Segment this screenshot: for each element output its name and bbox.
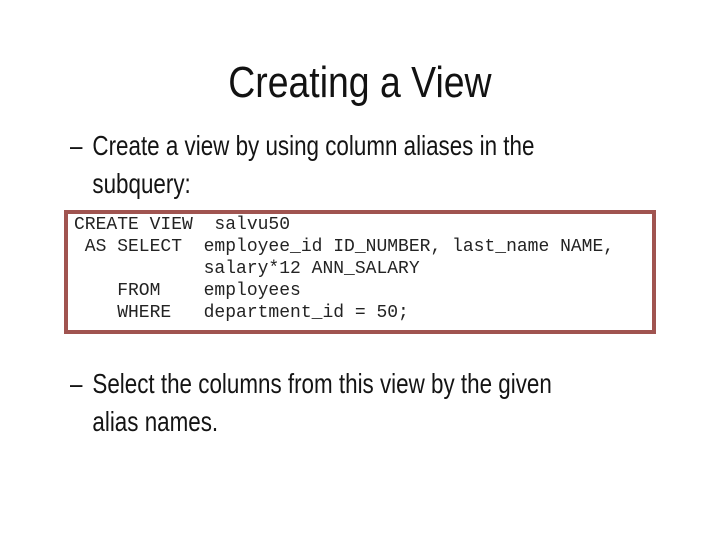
bullet-line: Select the columns from this view by the… [92,368,552,399]
dash-bullet-marker: – [70,130,83,161]
bullet-text: Select the columns from this view by the… [92,365,551,441]
bullet-item-create-view: – Create a view by using column aliases … [70,127,534,203]
bullet-text: Create a view by using column aliases in… [92,127,534,203]
bullet-line: subquery: [92,168,191,199]
sql-code-line: salary*12 ANN_SALARY [74,259,420,279]
sql-code-line: WHERE department_id = 50; [74,303,409,323]
bullet-item-select-columns: – Select the columns from this view by t… [70,365,552,441]
slide-title-area: Creating a View [0,58,720,109]
slide-title: Creating a View [228,58,492,107]
sql-code-box: CREATE VIEW salvu50 AS SELECT employee_i… [64,210,656,334]
sql-code-line: CREATE VIEW salvu50 [74,215,291,235]
bullet-line: Create a view by using column aliases in… [92,130,535,161]
sql-code-line: AS SELECT employee_id ID_NUMBER, last_na… [74,237,615,257]
sql-code-line: FROM employees [74,281,301,301]
dash-bullet-marker: – [70,368,83,399]
bullet-line: alias names. [92,406,219,437]
